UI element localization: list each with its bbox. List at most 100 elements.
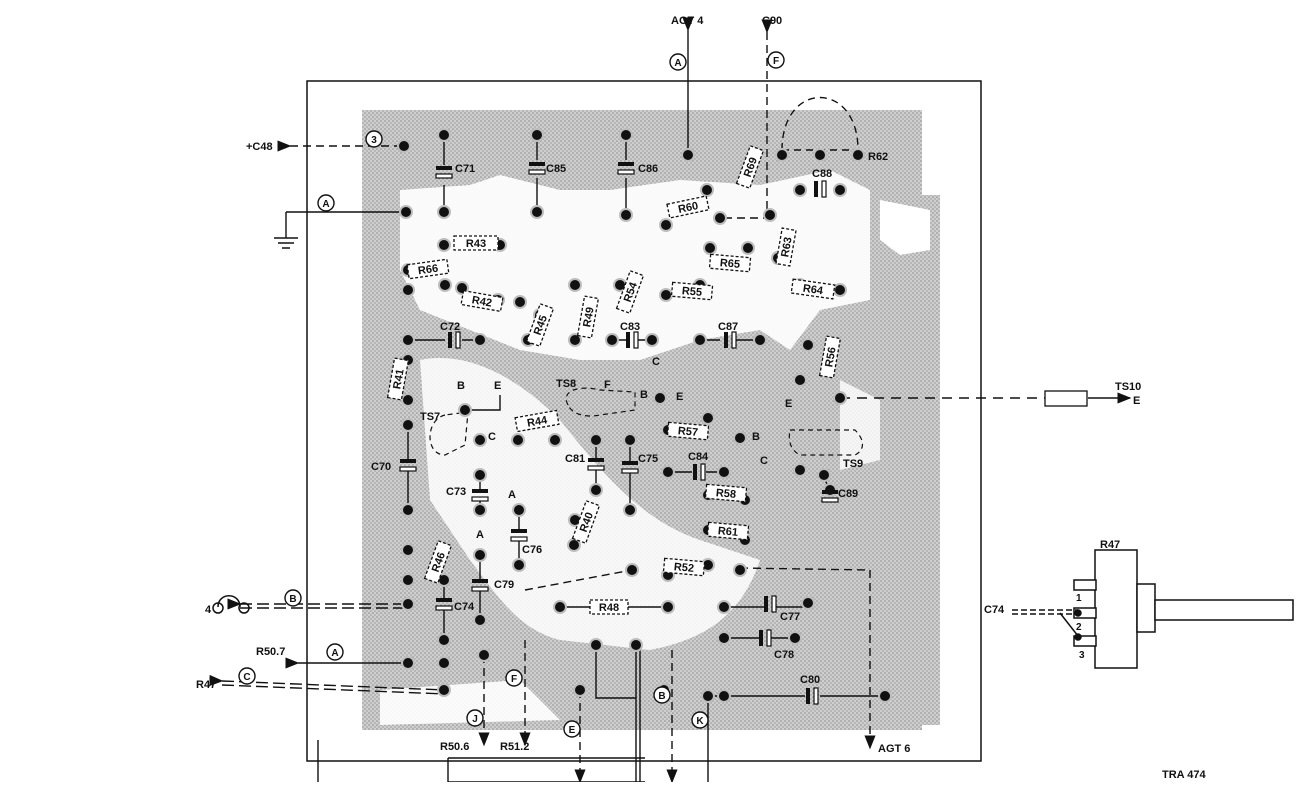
label-c73: C73: [446, 486, 466, 498]
resistor-r63: R63: [775, 227, 797, 267]
capacitor-symbol: [528, 162, 546, 175]
solder-pad: [702, 185, 712, 195]
pin-ts7-e: E: [494, 380, 501, 392]
pin-ts8-c: C: [652, 356, 660, 368]
capacitor-symbol: [806, 687, 819, 705]
resistor-r54: R54: [615, 269, 645, 315]
solder-pad: [532, 207, 542, 217]
solder-pad: [569, 540, 579, 550]
pin-a-1: A: [508, 489, 516, 501]
transistor-outlines: [429, 387, 864, 456]
svg-text:B: B: [658, 691, 665, 702]
resistor-r40: R40: [571, 499, 601, 545]
capacitor-symbol: [626, 331, 639, 349]
label-pot-c74: C74: [984, 604, 1005, 616]
capacitor-symbol: [435, 598, 453, 611]
label-pot-pin3: 3: [1079, 650, 1085, 661]
capacitor-symbol: [759, 629, 772, 647]
solder-pad: [647, 335, 657, 345]
resistor-label: R58: [715, 487, 736, 501]
label-c88: C88: [812, 168, 832, 180]
marker-b: B: [653, 686, 671, 704]
solder-pad: [715, 213, 725, 223]
labels: AGT 4 C90 +C48 R50.7 R47 R50.6 R51.2 AGT…: [196, 15, 1206, 781]
svg-text:3: 3: [371, 135, 377, 146]
solder-pad: [475, 335, 485, 345]
label-agt6: AGT 6: [878, 743, 910, 755]
label-c48: +C48: [246, 141, 273, 153]
solder-pad: [403, 335, 413, 345]
pin-ts7-b: B: [457, 380, 465, 392]
solder-pad: [475, 550, 485, 560]
capacitor-symbol: [621, 461, 639, 474]
solder-pad: [403, 575, 413, 585]
solder-pad: [795, 375, 805, 385]
solder-pad: [475, 505, 485, 515]
pin-ts9-e: E: [785, 398, 792, 410]
solder-pad: [591, 640, 601, 650]
svg-text:A: A: [674, 58, 681, 69]
solder-pad: [555, 602, 565, 612]
solder-pad: [755, 335, 765, 345]
solder-pad: [403, 505, 413, 515]
marker-a: A: [317, 194, 335, 212]
svg-text:A: A: [331, 648, 338, 659]
pin-ts8-f: F: [604, 379, 611, 391]
marker-a: A: [669, 53, 687, 71]
label-ts10-e: E: [1133, 395, 1140, 407]
solder-pads: [397, 128, 892, 703]
label-r62: R62: [868, 151, 888, 163]
resistor-r64: R64: [790, 278, 836, 300]
solder-pad: [735, 433, 745, 443]
resistor-r42: R42: [460, 289, 504, 313]
marker-a: A: [326, 643, 344, 661]
board-outline: [306, 80, 982, 762]
solder-pad: [803, 340, 813, 350]
solder-pad: [719, 691, 729, 701]
capacitor-symbol: [764, 595, 777, 613]
capacitor-symbol: [510, 529, 528, 542]
solder-pad: [591, 485, 601, 495]
solder-pad: [663, 602, 673, 612]
solder-pad: [475, 615, 485, 625]
label-c87: C87: [718, 321, 738, 333]
solder-pad: [403, 599, 413, 609]
label-c89: C89: [838, 488, 858, 500]
solder-pad: [625, 435, 635, 445]
resistor-r48: R48: [589, 599, 629, 615]
label-r51-2: R51.2: [500, 741, 529, 753]
svg-text:J: J: [472, 714, 478, 725]
resistor-label: R43: [466, 238, 486, 250]
label-c79: C79: [494, 579, 514, 591]
svg-text:B: B: [289, 594, 296, 605]
solder-pad: [570, 335, 580, 345]
solder-pad: [661, 220, 671, 230]
label-r47-left: R47: [196, 679, 216, 691]
label-c77: C77: [780, 611, 800, 623]
solder-pad: [591, 435, 601, 445]
resistor-label: R48: [599, 602, 619, 614]
pin-ts8-b: B: [640, 389, 648, 401]
solder-pad: [403, 285, 413, 295]
potentiometer-r47: [1012, 549, 1294, 669]
label-c80: C80: [800, 674, 820, 686]
solder-pad: [439, 685, 449, 695]
solder-pad: [819, 470, 829, 480]
resistor-label: R65: [719, 257, 740, 271]
solder-pad: [570, 515, 580, 525]
solder-pad: [683, 150, 693, 160]
label-c83: C83: [620, 321, 640, 333]
solder-pad: [514, 505, 524, 515]
resistor-label: R49: [581, 306, 596, 328]
resistor-label: R63: [779, 236, 794, 258]
solder-pad: [514, 560, 524, 570]
svg-text:E: E: [569, 725, 576, 736]
solder-pad: [795, 465, 805, 475]
solder-pad: [439, 130, 449, 140]
label-c76: C76: [522, 544, 542, 556]
resistor-label: R44: [526, 414, 549, 429]
solder-pad: [719, 633, 729, 643]
resistor-label: R52: [673, 561, 694, 575]
